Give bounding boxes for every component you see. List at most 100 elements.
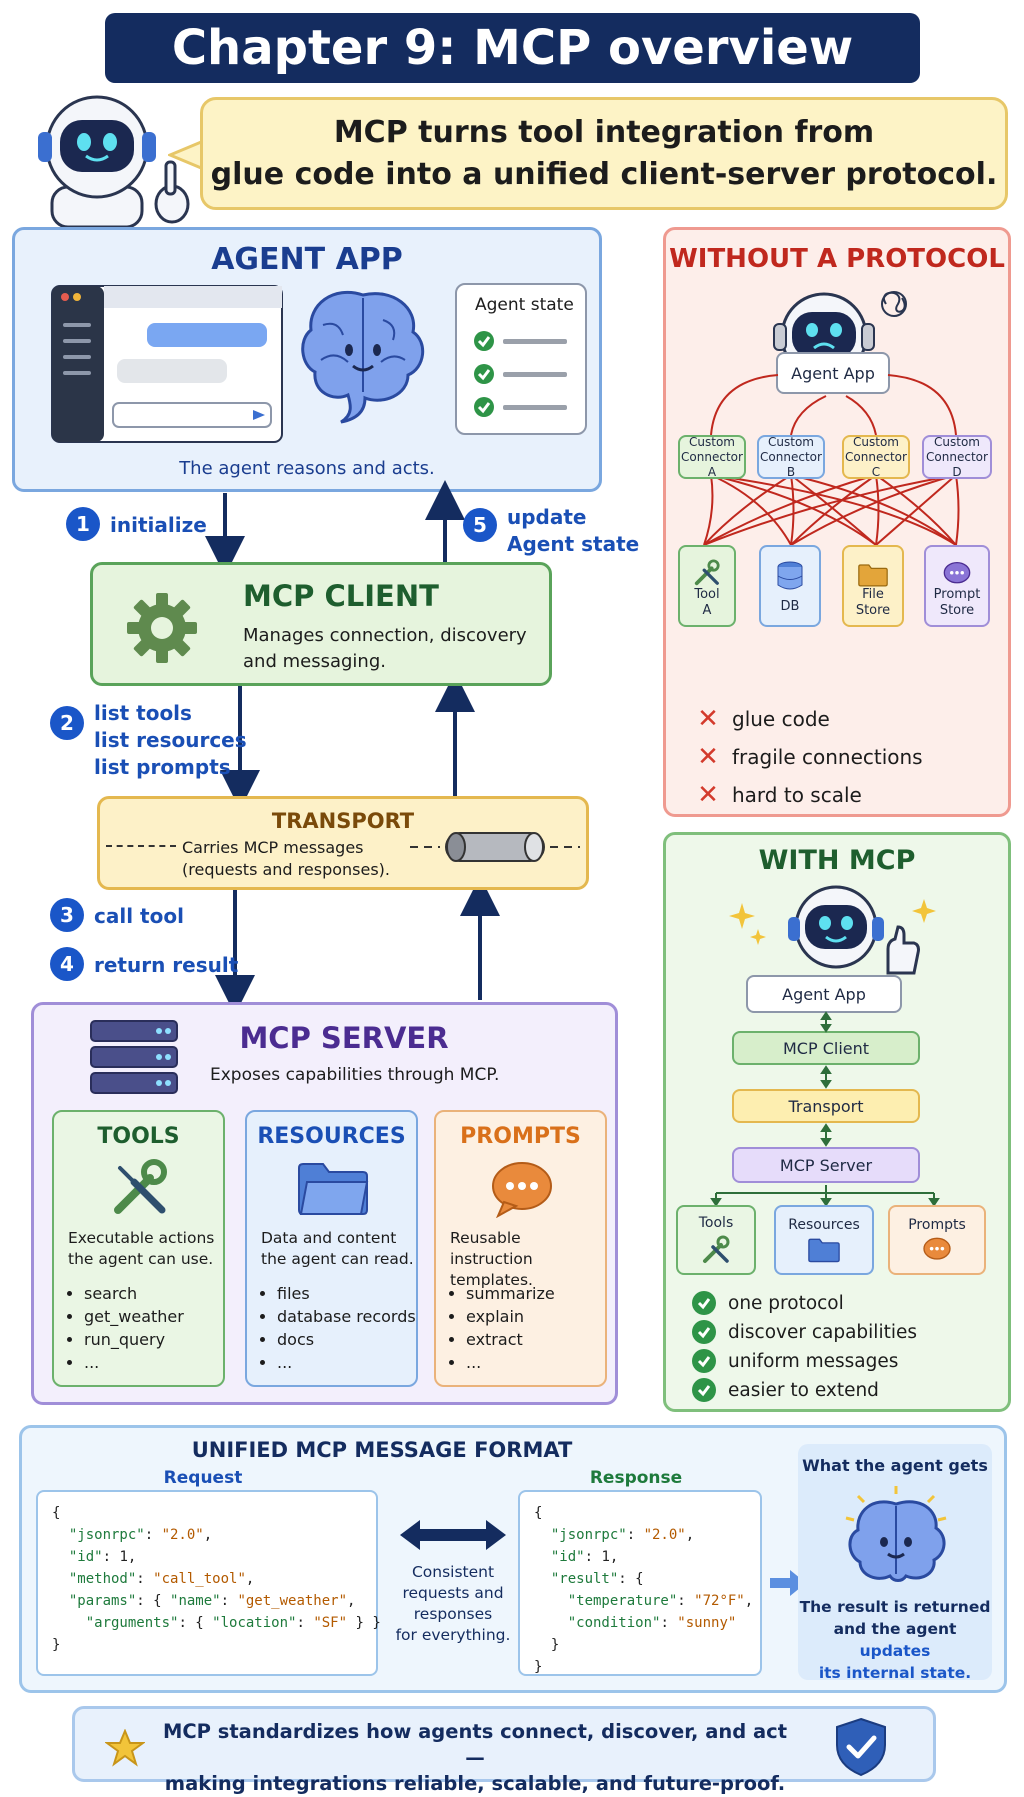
mcp-client-desc: Manages connection, discovery and messag…	[243, 623, 527, 675]
resources-list: files database records docs ...	[259, 1282, 416, 1374]
target-tool-a-line-1: Tool	[694, 587, 720, 602]
request-label: Request	[163, 1468, 243, 1488]
connector-b-line-1: Custom	[768, 434, 814, 449]
code-line: }	[550, 1637, 560, 1653]
target-prompt-store-line-1: Prompt	[933, 587, 981, 602]
chat-bubble-icon	[492, 1162, 552, 1218]
connector-c-line-1: Custom	[853, 434, 899, 449]
format-middle-line-3: responses	[413, 1605, 493, 1623]
without-agent-app: Agent App	[776, 352, 890, 394]
code-key: "jsonrpc"	[550, 1527, 627, 1543]
list-item: extract	[466, 1328, 555, 1351]
tools-card-desc: Executable actions the agent can use.	[68, 1228, 214, 1270]
code-key: "id"	[68, 1549, 103, 1565]
with-mcp-panel: WITH MCP Agent App MCP Client Transport …	[663, 832, 1011, 1412]
step-5-number: 5	[463, 508, 497, 542]
star-icon	[105, 1729, 145, 1767]
benefit-label: uniform messages	[728, 1350, 899, 1372]
code-key: "arguments"	[85, 1615, 179, 1631]
code-key: "jsonrpc"	[68, 1527, 145, 1543]
check-icon	[692, 1320, 716, 1344]
tools-card: TOOLS Executable actions the agent can u…	[52, 1110, 225, 1387]
agent-gets-card: What the agent gets The result is return…	[798, 1444, 992, 1682]
resources-card-desc-2: the agent can read.	[261, 1250, 414, 1268]
code-line: }	[534, 1659, 543, 1675]
step-3-label: call tool	[94, 904, 184, 928]
agent-gets-result-line-3: its internal state.	[818, 1664, 972, 1682]
database-icon	[777, 561, 803, 590]
with-mcp-client: MCP Client	[732, 1031, 920, 1065]
list-item: summarize	[466, 1282, 555, 1305]
tools-card-desc-2: the agent can use.	[68, 1250, 214, 1268]
step-2-number: 2	[50, 706, 84, 740]
step-2-line-1: list tools	[94, 701, 192, 725]
agent-gets-result-line-2: and the agent	[833, 1620, 957, 1638]
arrow-right-icon	[770, 1570, 806, 1596]
list-item: search	[84, 1282, 184, 1305]
transport-desc-2: (requests and responses).	[182, 860, 391, 879]
connector-d-line-1: Custom	[934, 434, 980, 449]
x-icon: ✕	[697, 704, 719, 734]
target-db: DB	[759, 545, 821, 627]
code-line: }	[52, 1637, 61, 1653]
message-format-panel: UNIFIED MCP MESSAGE FORMAT Request Respo…	[19, 1425, 1007, 1693]
robot-pointing-icon	[38, 95, 190, 227]
mcp-client-desc-2: and messaging.	[243, 651, 386, 672]
with-agent-app: Agent App	[746, 975, 902, 1013]
list-item: one protocol	[692, 1291, 917, 1315]
footer-line-2: making integrations reliable, scalable, …	[164, 1772, 786, 1795]
mcp-server-desc: Exposes capabilities through MCP.	[210, 1065, 500, 1085]
tangled-wires	[703, 374, 960, 546]
list-item: explain	[466, 1305, 555, 1328]
headline-line-2: glue code into a unified client-server p…	[210, 156, 998, 192]
robot-thumbs-up-icon	[729, 885, 936, 975]
with-tools-label: Tools	[698, 1215, 734, 1231]
target-file-store-line-2: Store	[855, 603, 891, 618]
folder-icon	[858, 564, 888, 587]
resources-card-title: RESOURCES	[257, 1124, 406, 1149]
with-title: WITH MCP	[758, 845, 916, 876]
format-middle-line-4: for everything.	[395, 1626, 511, 1644]
code-line: {	[52, 1505, 61, 1521]
step-1-label: initialize	[110, 513, 207, 537]
agent-gets-result-line-1: The result is returned	[799, 1598, 991, 1616]
folder-icon	[808, 1238, 840, 1263]
chat-window-icon	[51, 285, 283, 443]
connector-d-line-2: Connector D	[926, 449, 988, 479]
format-middle-line-2: requests and	[402, 1584, 504, 1602]
with-prompts-label: Prompts	[908, 1217, 966, 1233]
code-key: "id"	[550, 1549, 585, 1565]
with-tools: Tools	[676, 1205, 756, 1275]
transport-dash-left	[106, 845, 176, 847]
target-file-store-line-1: File	[862, 587, 884, 602]
prompts-card-desc: Reusable instruction templates.	[450, 1228, 605, 1291]
code-value: 1	[601, 1549, 610, 1565]
connector-a-line-1: Custom	[689, 434, 735, 449]
step-4-number: 4	[50, 947, 84, 981]
code-line: {	[534, 1505, 543, 1521]
request-json: { "jsonrpc": "2.0", "id": 1, "method": "…	[36, 1490, 381, 1676]
benefits-list: one protocol discover capabilities unifo…	[692, 1291, 917, 1402]
chat-bubble-icon	[943, 561, 971, 584]
list-item: ...	[84, 1351, 184, 1374]
list-item: get_weather	[84, 1305, 184, 1328]
tools-list: search get_weather run_query ...	[66, 1282, 184, 1374]
page-title: Chapter 9: MCP overview	[105, 13, 920, 83]
resources-card: RESOURCES Data and content the agent can…	[245, 1110, 418, 1387]
chat-bubble-icon	[923, 1237, 951, 1260]
footer-line-1: MCP standardizes how agents connect, dis…	[162, 1720, 788, 1769]
footer-text: MCP standardizes how agents connect, dis…	[155, 1719, 795, 1797]
list-item: ...	[466, 1351, 555, 1374]
response-label: Response	[589, 1468, 683, 1488]
with-mcp-server: MCP Server	[732, 1147, 920, 1183]
wrench-screwdriver-icon	[694, 559, 720, 586]
mcp-server-panel: MCP SERVER Exposes capabilities through …	[31, 1002, 618, 1405]
checklist-icon	[474, 331, 567, 417]
format-middle-line-1: Consistent	[411, 1563, 495, 1581]
step-3: 3 call tool	[50, 898, 184, 932]
wrench-screwdriver-icon	[703, 1235, 730, 1263]
target-db-label: DB	[780, 599, 800, 614]
